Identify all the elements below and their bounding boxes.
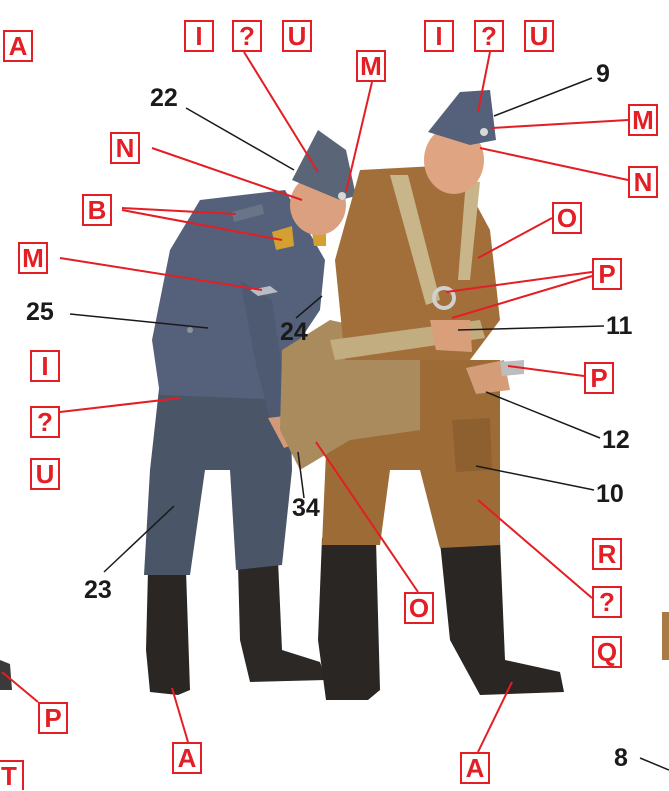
leader-N-right: [480, 148, 628, 180]
part-number-34: 34: [292, 494, 320, 522]
part-number-9: 9: [596, 60, 610, 88]
part-number-8: 8: [614, 744, 628, 772]
callout-M-eagle: M: [18, 242, 48, 274]
callout-question-trousers: ?: [30, 406, 60, 438]
callout-A-left-boot: A: [172, 742, 202, 774]
part-number-25: 25: [26, 298, 54, 326]
leader-12: [486, 392, 600, 438]
callout-question-right-cap: ?: [474, 20, 504, 52]
callout-O-harness: O: [552, 202, 582, 234]
callout-I-right-cap: I: [424, 20, 454, 52]
leader-M-right: [492, 120, 628, 128]
leader-9: [494, 78, 592, 116]
pilot-right-boot: [440, 540, 564, 695]
callout-A-topleft: A: [3, 30, 33, 62]
pilot-left-boot: [318, 538, 380, 700]
callout-N-left-collar: N: [110, 132, 140, 164]
part-number-11: 11: [606, 312, 632, 340]
part-number-12: 12: [602, 426, 630, 454]
leader-22: [186, 108, 294, 170]
leader-N-left: [152, 148, 302, 200]
tunic-button: [187, 327, 193, 333]
left-soldier-right-boot: [238, 560, 326, 682]
callout-M-left-cap: M: [356, 50, 386, 82]
callout-N-right-face: N: [628, 166, 658, 198]
left-cap-cockade: [338, 192, 346, 200]
pilot-cap-cockade: [480, 128, 488, 136]
callout-U-left-cap: U: [282, 20, 312, 52]
part-number-10: 10: [596, 480, 624, 508]
callout-P-buckle: P: [592, 258, 622, 290]
left-soldier-left-boot: [146, 570, 190, 695]
part-number-24: 24: [280, 318, 308, 346]
callout-Q-suit: Q: [592, 636, 622, 668]
leader-IU-left: [244, 52, 318, 172]
callout-question-suit: ?: [592, 586, 622, 618]
callout-B-shoulder: B: [82, 194, 112, 226]
partial-figure-right-edge: [662, 612, 669, 660]
callout-P-hand: P: [584, 362, 614, 394]
callout-U-right-cap: U: [524, 20, 554, 52]
callout-T-partial: T: [0, 760, 24, 790]
part-number-22: 22: [150, 84, 178, 112]
callout-M-right-cap: M: [628, 104, 658, 136]
callout-A-right-boot: A: [460, 752, 490, 784]
callout-U-trousers: U: [30, 458, 60, 490]
pilot-left-hand: [430, 320, 472, 352]
leader-A-left: [172, 688, 188, 742]
part-number-23: 23: [84, 576, 112, 604]
callout-P-bottomleft: P: [38, 702, 68, 734]
callout-O-bag: O: [404, 592, 434, 624]
callout-question-left-cap: ?: [232, 20, 262, 52]
leg-pocket: [452, 418, 492, 472]
callout-I-trousers: I: [30, 350, 60, 382]
callout-R-suit: R: [592, 538, 622, 570]
callout-I-left-cap: I: [184, 20, 214, 52]
leader-8: [640, 758, 669, 770]
